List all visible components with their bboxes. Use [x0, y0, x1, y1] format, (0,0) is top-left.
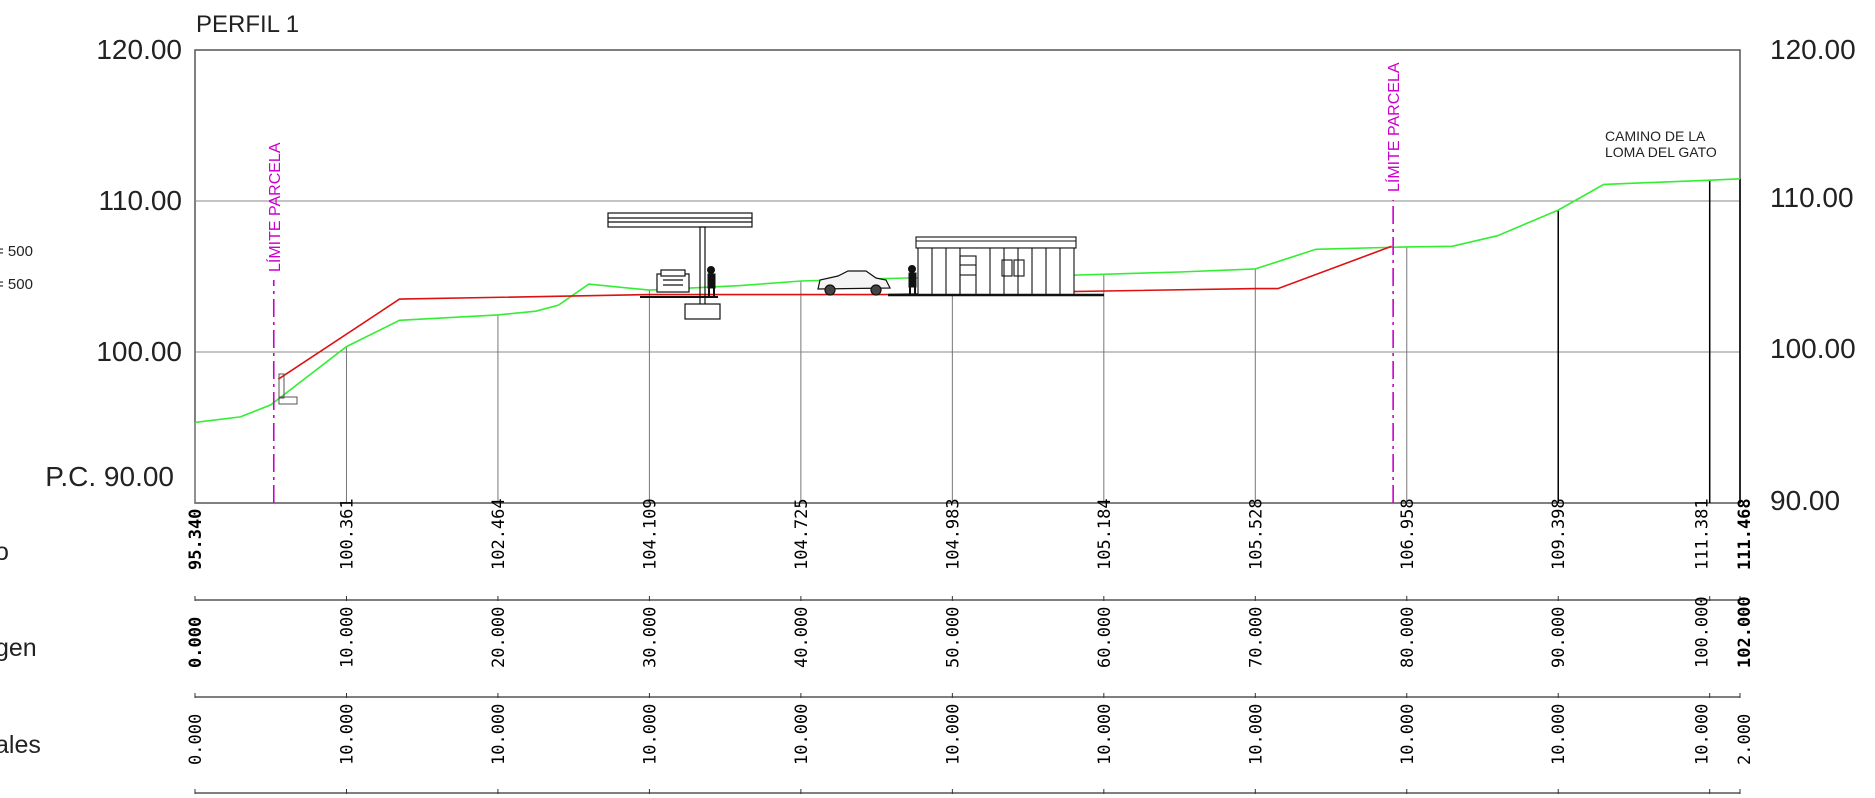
- y-label-left-100: 100.00: [96, 336, 182, 367]
- cota-label: 111.468: [1735, 498, 1755, 570]
- canopy-icon: [607, 212, 753, 320]
- profile-title: PERFIL 1: [196, 11, 299, 38]
- y-label-right-90: 90.00: [1770, 485, 1840, 516]
- cota-label: 109.398: [1549, 498, 1569, 570]
- distance-origin-label: 60.000: [1095, 607, 1115, 668]
- partial-distance-label: 10.000: [337, 704, 357, 765]
- y-label-right-120: 120.00: [1770, 34, 1856, 65]
- cota-label: 105.184: [1095, 498, 1115, 570]
- partial-distance-label: 10.000: [1549, 704, 1569, 765]
- car-icon: [817, 270, 891, 296]
- partial-distance-label: 10.000: [1095, 704, 1115, 765]
- distance-origin-label: 102.000: [1735, 596, 1755, 668]
- distance-origin-label: 20.000: [489, 607, 509, 668]
- y-label-right-100: 100.00: [1770, 333, 1856, 364]
- scale-note-v: = 500: [0, 276, 33, 293]
- distance-origin-label: 80.000: [1398, 607, 1418, 668]
- distance-origin-label: 100.000: [1693, 596, 1713, 668]
- cota-label: 102.464: [489, 498, 509, 570]
- distance-origin-label: 10.000: [337, 607, 357, 668]
- cota-label: 100.361: [337, 498, 357, 570]
- y-label-left-110: 110.00: [98, 185, 182, 216]
- cota-label: 104.725: [792, 498, 812, 570]
- row-label-origen: gen: [0, 634, 37, 662]
- cota-label: 106.958: [1398, 498, 1418, 570]
- station-verticals: [194, 178, 1741, 794]
- distance-origin-label: 70.000: [1246, 607, 1266, 668]
- row-label-parciales: ales: [0, 731, 41, 759]
- parcel-limit-label: LÍMITE PARCELA: [265, 142, 284, 272]
- datum-label: P.C. 90.00: [45, 461, 174, 492]
- row-label-cota: o: [0, 538, 9, 566]
- cota-label: 104.983: [943, 498, 963, 570]
- partial-distance-label: 10.000: [640, 704, 660, 765]
- project-line: [277, 245, 1392, 380]
- partial-distance-label: 0.000: [186, 714, 206, 765]
- cota-label: 111.381: [1693, 498, 1713, 570]
- distance-origin-label: 0.000: [186, 617, 206, 668]
- parcel-limit-label: LÍMITE PARCELA: [1384, 62, 1403, 192]
- partial-distance-label: 10.000: [1246, 704, 1266, 765]
- distance-origin-label: 50.000: [943, 607, 963, 668]
- person-icon: [707, 266, 716, 297]
- partial-distance-label: 10.000: [943, 704, 963, 765]
- terrain-line: [194, 178, 1741, 424]
- fuel-pump-icon: [656, 269, 690, 293]
- y-label-right-110: 110.00: [1770, 182, 1854, 213]
- building-icon: [915, 236, 1077, 296]
- distance-origin-label: 30.000: [640, 607, 660, 668]
- cota-label: 104.109: [640, 498, 660, 570]
- partial-distance-label: 2.000: [1735, 714, 1755, 765]
- partial-distance-label: 10.000: [792, 704, 812, 765]
- y-label-left-120: 120.00: [96, 34, 182, 65]
- road-label-line2: LOMA DEL GATO: [1605, 144, 1717, 160]
- cota-label: 95.340: [186, 509, 206, 570]
- retaining-wall-icon: [278, 373, 298, 405]
- cota-label: 105.528: [1246, 498, 1266, 570]
- partial-distance-label: 10.000: [489, 704, 509, 765]
- road-label-line1: CAMINO DE LA: [1605, 128, 1706, 144]
- distance-origin-label: 90.000: [1549, 607, 1569, 668]
- scale-note-h: = 500: [0, 243, 33, 260]
- guitar-labels: 95.340 100.361 102.464 104.109 104.725 104.98…: [186, 498, 1755, 765]
- partial-distance-label: 10.000: [1693, 704, 1713, 765]
- person-icon: [908, 265, 917, 295]
- profile-lines: [194, 178, 1741, 424]
- partial-distance-label: 10.000: [1398, 704, 1418, 765]
- parcel-limits: LÍMITE PARCELA LÍMITE PARCELA: [265, 62, 1403, 503]
- distance-origin-label: 40.000: [792, 607, 812, 668]
